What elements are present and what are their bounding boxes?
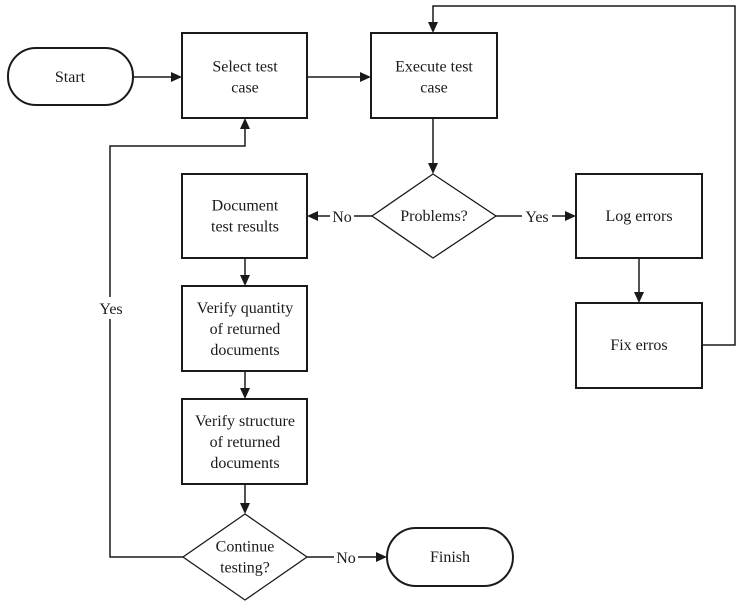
process-shape xyxy=(181,32,308,119)
node-label: Start xyxy=(55,69,86,86)
node-label: Execute test case xyxy=(395,59,473,97)
node-label: Continue testing? xyxy=(216,539,275,577)
node-finish: Finish xyxy=(386,527,514,587)
node-label: Document test results xyxy=(211,198,279,236)
node-label-line: test results xyxy=(211,219,279,236)
edge-label-problems-yes: Yes xyxy=(525,209,548,226)
node-execute-test-case: Execute test case xyxy=(370,32,498,119)
process-shape xyxy=(575,302,703,389)
node-label-line: Verify structure xyxy=(195,413,295,430)
decision-shape xyxy=(181,513,309,601)
edge-label-continue-yes: Yes xyxy=(99,301,122,318)
node-label-line: Document xyxy=(212,198,279,215)
node-label: Log errors xyxy=(605,208,672,225)
node-label: Finish xyxy=(430,549,470,566)
node-start: Start xyxy=(7,47,134,106)
arrowhead-icon xyxy=(428,163,438,174)
terminal-shape xyxy=(386,527,514,587)
node-label-line: case xyxy=(420,80,448,97)
node-select-test-case: Select test case xyxy=(181,32,308,119)
edge-labels: No Yes Yes No xyxy=(96,206,552,567)
node-label-line: Select test xyxy=(212,59,278,76)
node-fix-errors: Fix erros xyxy=(575,302,703,389)
arrowhead-icon xyxy=(240,388,250,399)
node-continue-testing-decision: Continue testing? xyxy=(181,513,309,601)
arrowhead-icon xyxy=(307,211,318,221)
arrowhead-icon xyxy=(428,22,438,33)
node-label-line: case xyxy=(231,80,259,97)
node-label: Problems? xyxy=(400,208,468,225)
arrowhead-icon xyxy=(634,292,644,303)
node-verify-quantity: Verify quantity of returned documents xyxy=(181,285,308,372)
connectors xyxy=(109,5,736,562)
decision-shape xyxy=(370,173,498,259)
arrowhead-icon xyxy=(376,552,387,562)
arrowhead-icon xyxy=(565,211,576,221)
node-document-test-results: Document test results xyxy=(181,173,308,259)
node-label-line: of returned xyxy=(210,321,281,338)
node-label-line: Problems? xyxy=(400,208,468,225)
node-label: Select test case xyxy=(212,59,278,97)
node-log-errors: Log errors xyxy=(575,173,703,259)
node-label-line: Execute test xyxy=(395,59,473,76)
arrowhead-icon xyxy=(240,275,250,286)
process-shape xyxy=(370,32,498,119)
arrowhead-icon xyxy=(360,72,371,82)
edge-label-problems-no: No xyxy=(332,209,352,226)
process-shape xyxy=(181,173,308,259)
node-label-line: Finish xyxy=(430,549,470,566)
arrowhead-icon xyxy=(240,503,250,514)
node-label-line: Verify quantity xyxy=(197,300,293,317)
node-label-line: testing? xyxy=(220,560,270,577)
node-label-line: Start xyxy=(55,69,86,86)
edge-fix-execute xyxy=(432,5,736,346)
node-label-line: documents xyxy=(210,342,279,359)
node-label-line: Fix erros xyxy=(610,337,667,354)
node-label-line: of returned xyxy=(210,434,281,451)
edge-label-continue-no: No xyxy=(336,550,356,567)
node-verify-structure: Verify structure of returned documents xyxy=(181,398,308,485)
node-label-line: Log errors xyxy=(605,208,672,225)
node-label-line: documents xyxy=(210,455,279,472)
node-label: Verify quantity of returned documents xyxy=(197,300,293,359)
process-shape xyxy=(575,173,703,259)
arrowhead-icon xyxy=(171,72,182,82)
terminal-shape xyxy=(7,47,134,106)
node-label: Fix erros xyxy=(610,337,667,354)
arrowhead-icon xyxy=(240,118,250,129)
process-shape xyxy=(181,398,308,485)
node-label-line: Continue xyxy=(216,539,275,556)
edge-continue-select xyxy=(109,126,246,558)
node-label: Verify structure of returned documents xyxy=(195,413,295,472)
node-problems-decision: Problems? xyxy=(370,173,498,259)
process-shape xyxy=(181,285,308,372)
